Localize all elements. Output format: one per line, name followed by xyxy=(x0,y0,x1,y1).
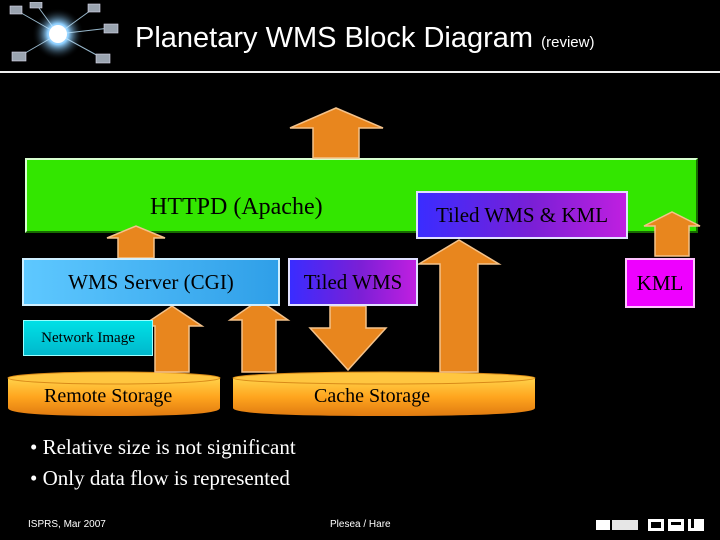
cache-storage-label: Cache Storage xyxy=(314,385,431,407)
kml-box: KML xyxy=(625,258,695,308)
note-item: • Only data flow is represented xyxy=(30,466,290,490)
cache-storage-cylinder xyxy=(232,371,536,416)
arrow-tiled-to-cache xyxy=(308,305,388,372)
arrow-wms-to-httpd xyxy=(106,225,166,259)
tiled-wms-box: Tiled WMS xyxy=(288,258,418,306)
footer-event: ISPRS, Mar 2007 xyxy=(28,519,106,530)
httpd-label: HTTPD (Apache) xyxy=(150,194,323,220)
arrow-cache-to-tiled-kml xyxy=(416,239,502,373)
arrow-cache-to-wms xyxy=(227,299,291,373)
usgs-jpl-logos xyxy=(596,519,704,531)
footer-authors: Plesea / Hare xyxy=(330,519,391,530)
page-title-suffix: (review) xyxy=(541,34,595,51)
remote-storage-cylinder xyxy=(7,371,221,416)
arrow-httpd-output xyxy=(289,107,384,159)
page-title: Planetary WMS Block Diagram (review) xyxy=(135,22,594,55)
note-item: • Relative size is not significant xyxy=(30,435,296,459)
tiled-wms-kml-box: Tiled WMS & KML xyxy=(416,191,628,239)
network-globe-icon xyxy=(6,2,124,70)
remote-storage-label: Remote Storage xyxy=(44,385,173,407)
notes-list: • Relative size is not significant • Onl… xyxy=(30,432,296,494)
page-title-main: Planetary WMS Block Diagram xyxy=(135,22,534,54)
network-image-box: Network Image xyxy=(23,320,153,356)
arrow-kml-to-httpd xyxy=(643,211,701,257)
header-divider xyxy=(0,71,720,73)
wms-server-box: WMS Server (CGI) xyxy=(22,258,280,306)
